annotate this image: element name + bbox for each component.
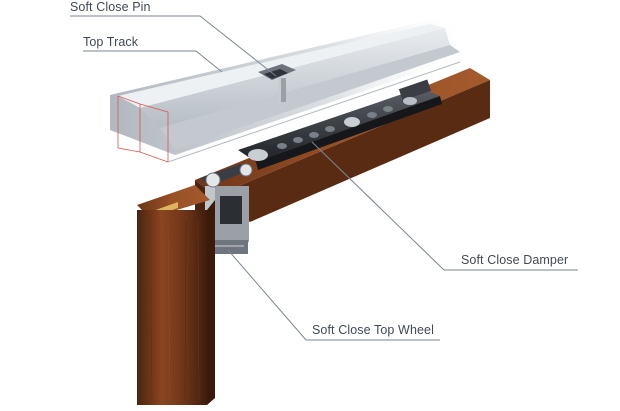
label-soft-close-pin: Soft Close Pin <box>70 0 151 14</box>
leader-soft-close-damper <box>311 141 578 271</box>
label-soft-close-damper: Soft Close Damper <box>461 253 569 267</box>
leader-lines <box>70 15 578 341</box>
leader-soft-close-pin <box>70 15 277 77</box>
door-stile <box>137 185 215 405</box>
label-top-track: Top Track <box>83 35 139 49</box>
label-soft-close-top-wheel: Soft Close Top Wheel <box>312 323 434 337</box>
soft-close-pin <box>258 64 296 102</box>
leader-soft-close-top-wheel <box>227 249 440 341</box>
soft-close-damper <box>238 79 442 170</box>
leader-top-track <box>83 50 223 73</box>
